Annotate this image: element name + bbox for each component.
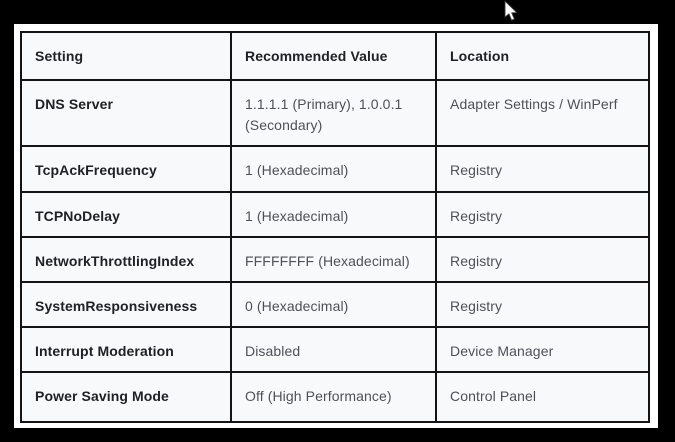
value-cell: 1 (Hexadecimal) <box>230 144 437 193</box>
setting-cell: SystemResponsiveness <box>20 280 232 329</box>
setting-cell: TCPNoDelay <box>20 190 232 239</box>
value-cell: FFFFFFFF (Hexadecimal) <box>230 236 437 283</box>
table-row: TcpAckFrequency 1 (Hexadecimal) Registry <box>20 144 650 193</box>
mouse-cursor-icon <box>504 0 518 21</box>
setting-cell: TcpAckFrequency <box>20 144 232 193</box>
location-cell: Registry <box>435 236 650 283</box>
location-cell: Control Panel <box>435 370 650 423</box>
column-header-recommended-value: Recommended Value <box>230 31 437 81</box>
value-cell: Disabled <box>230 326 437 373</box>
location-cell: Registry <box>435 280 650 329</box>
setting-cell: DNS Server <box>20 79 232 147</box>
table-panel: Setting Recommended Value Location DNS S… <box>14 24 658 428</box>
table-row: Power Saving Mode Off (High Performance)… <box>20 370 650 423</box>
setting-cell: Power Saving Mode <box>20 370 232 423</box>
setting-cell: Interrupt Moderation <box>20 326 232 373</box>
table-row: SystemResponsiveness 0 (Hexadecimal) Reg… <box>20 280 650 329</box>
location-cell: Registry <box>435 190 650 239</box>
table-row: TCPNoDelay 1 (Hexadecimal) Registry <box>20 190 650 239</box>
location-cell: Adapter Settings / WinPerf <box>435 79 650 147</box>
location-cell: Device Manager <box>435 326 650 373</box>
value-cell: Off (High Performance) <box>230 370 437 423</box>
value-cell: 1.1.1.1 (Primary), 1.0.0.1 (Secondary) <box>230 79 437 147</box>
column-header-setting: Setting <box>20 31 232 81</box>
setting-cell: NetworkThrottlingIndex <box>20 236 232 283</box>
table-row: NetworkThrottlingIndex FFFFFFFF (Hexadec… <box>20 236 650 283</box>
table-row: Interrupt Moderation Disabled Device Man… <box>20 326 650 373</box>
table-header-row: Setting Recommended Value Location <box>20 31 650 81</box>
location-cell: Registry <box>435 144 650 193</box>
value-cell: 0 (Hexadecimal) <box>230 280 437 329</box>
value-cell: 1 (Hexadecimal) <box>230 190 437 239</box>
table-row: DNS Server 1.1.1.1 (Primary), 1.0.0.1 (S… <box>20 79 650 147</box>
column-header-location: Location <box>435 31 650 81</box>
table-header-row: Setting Recommended Value Location <box>20 31 650 81</box>
network-settings-table: Setting Recommended Value Location DNS S… <box>20 31 650 423</box>
